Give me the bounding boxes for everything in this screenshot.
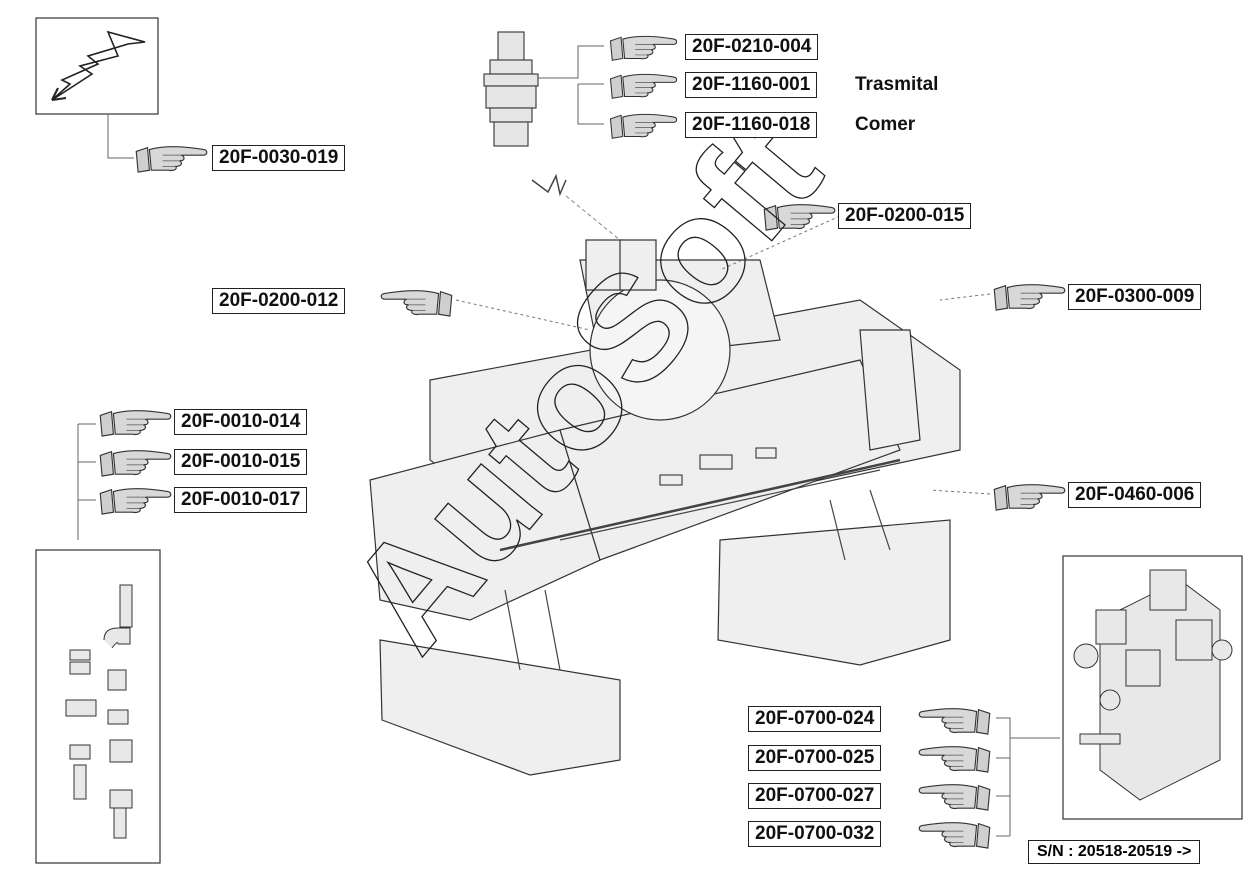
- part-label-20f-0700-024[interactable]: 20F-0700-024: [748, 706, 882, 732]
- part-label-20f-0010-014[interactable]: 20F-0010-014: [174, 409, 308, 435]
- part-label-20f-1160-018[interactable]: 20F-1160-018: [685, 112, 818, 138]
- part-label-20f-0210-004[interactable]: 20F-0210-004: [685, 34, 819, 60]
- part-label-20f-0700-027[interactable]: 20F-0700-027: [748, 783, 882, 809]
- part-label-20f-0030-019[interactable]: 20F-0030-019: [212, 145, 346, 171]
- fittings-frame: [35, 549, 161, 864]
- part-label-20f-0200-012[interactable]: 20F-0200-012: [212, 288, 346, 314]
- part-label-20f-0700-025[interactable]: 20F-0700-025: [748, 745, 882, 771]
- part-label-20f-1160-001[interactable]: 20F-1160-001: [685, 72, 818, 98]
- part-label-20f-0700-032[interactable]: 20F-0700-032: [748, 821, 882, 847]
- part-note-comer: Comer: [855, 114, 916, 135]
- part-label-20f-0300-009[interactable]: 20F-0300-009: [1068, 284, 1202, 310]
- part-label-20f-0200-015[interactable]: 20F-0200-015: [838, 203, 972, 229]
- part-label-20f-0010-017[interactable]: 20F-0010-017: [174, 487, 308, 513]
- part-note-trasmital: Trasmital: [855, 74, 939, 95]
- part-label-20f-0010-015[interactable]: 20F-0010-015: [174, 449, 308, 475]
- part-label-20f-0460-006[interactable]: 20F-0460-006: [1068, 482, 1202, 508]
- serial-number: S/N : 20518-20519 ->: [1028, 840, 1201, 864]
